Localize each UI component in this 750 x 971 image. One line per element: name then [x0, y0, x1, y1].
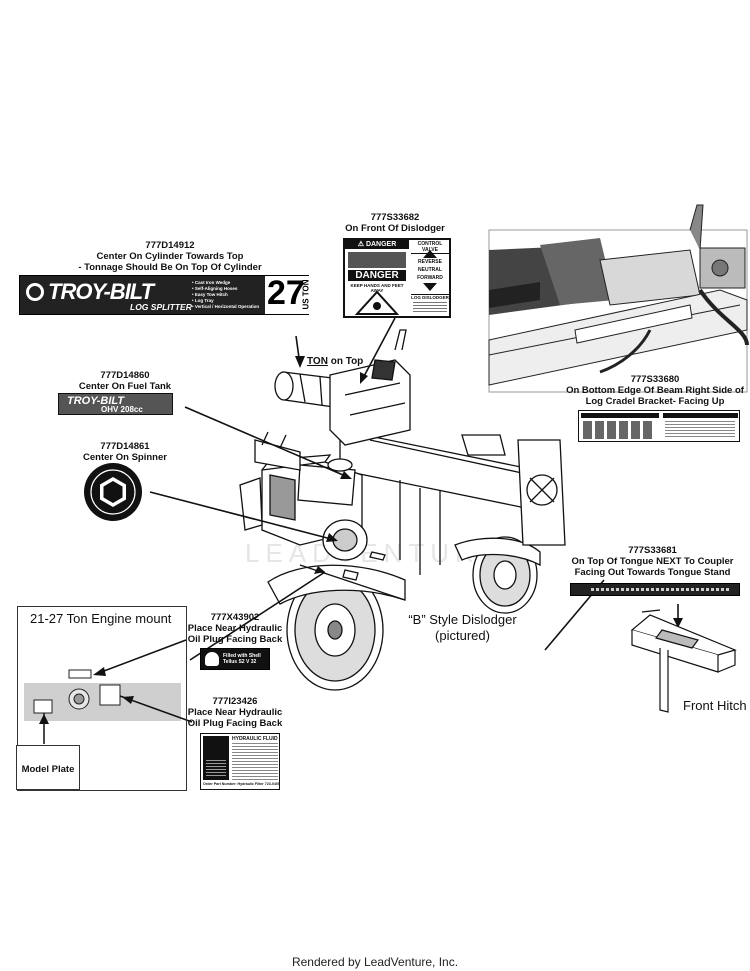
tonnage-unit: US TON [301, 279, 311, 310]
beam-decal-text [665, 421, 735, 439]
danger-header: ⚠ DANGER [345, 240, 409, 249]
log-splitter-text: LOG SPLITTER [130, 302, 192, 312]
ton-on-top-label: TON on Top [307, 356, 364, 367]
model-plate-box [16, 745, 80, 790]
hydraulic-oil-shell-decal: Filled with Shell Tellus S2 V 32 [200, 648, 270, 670]
tonnage-number: 27 [267, 274, 305, 312]
troybilt-log-splitter-decal: TROY-BILT LOG SPLITTER • Cast Iron Wedge… [19, 274, 311, 315]
footer-credit: Rendered by LeadVenture, Inc. [291, 955, 459, 969]
front-hitch-label: Front Hitch [683, 698, 747, 713]
tongue-warning-decal [570, 583, 740, 596]
hydraulic-fluid-title: HYDRAULIC FLUID [232, 736, 278, 742]
danger-pictogram [348, 252, 406, 268]
dislodger-fine-print [413, 302, 447, 314]
danger-sub: KEEP HANDS AND FEET AWAY [350, 283, 404, 293]
control-item-neutral: NEUTRAL [418, 267, 442, 273]
engine-mount-frame [17, 606, 187, 791]
troybilt-logo-icon [26, 283, 44, 301]
oil-decal-text: Filled with Shell Tellus S2 V 32 [223, 653, 261, 665]
warning-triangle-icon [355, 290, 399, 315]
spinner-decal [84, 463, 142, 521]
control-item-reverse: REVERSE [418, 259, 442, 265]
feature-list: • Cast Iron Wedge• Self-Aligning Hoses •… [192, 280, 260, 309]
dislodger-note: “B” Style Dislodger(pictured) [408, 612, 517, 643]
engine-mount-title: 21-27 Ton Engine mount [30, 611, 172, 626]
log-dislodger-label: LOG DISLODGER [411, 294, 449, 300]
hydraulic-fluid-decal: HYDRAULIC FLUID Order Part Number: Hydra… [200, 733, 280, 790]
control-item-forward: FORWARD [417, 275, 443, 281]
up-arrow-icon [423, 250, 437, 258]
hydraulic-order-line: Order Part Number: Hydraulic Filter 723-… [203, 782, 279, 786]
danger-control-valve-decal: ⚠ DANGER DANGER KEEP HANDS AND FEET AWAY… [343, 238, 451, 318]
tonnage-panel: 27 US TON [265, 274, 311, 314]
engine-brand: TROY-BILT [67, 395, 125, 407]
model-plate-label: Model Plate [21, 764, 75, 775]
engine-ohv-decal: TROY-BILT OHV 208cc [58, 393, 173, 415]
danger-word: DANGER [348, 270, 406, 281]
down-arrow-icon [423, 283, 437, 291]
engine-model: OHV 208cc [101, 405, 143, 414]
hydraulic-fluid-body [232, 743, 278, 780]
troybilt-brand: TROY-BILT [48, 279, 154, 304]
beam-decal-pictograms [583, 421, 655, 439]
shell-logo-icon [205, 652, 219, 666]
hydraulic-fluid-left-panel [203, 736, 229, 780]
beam-warning-decal [578, 410, 740, 442]
